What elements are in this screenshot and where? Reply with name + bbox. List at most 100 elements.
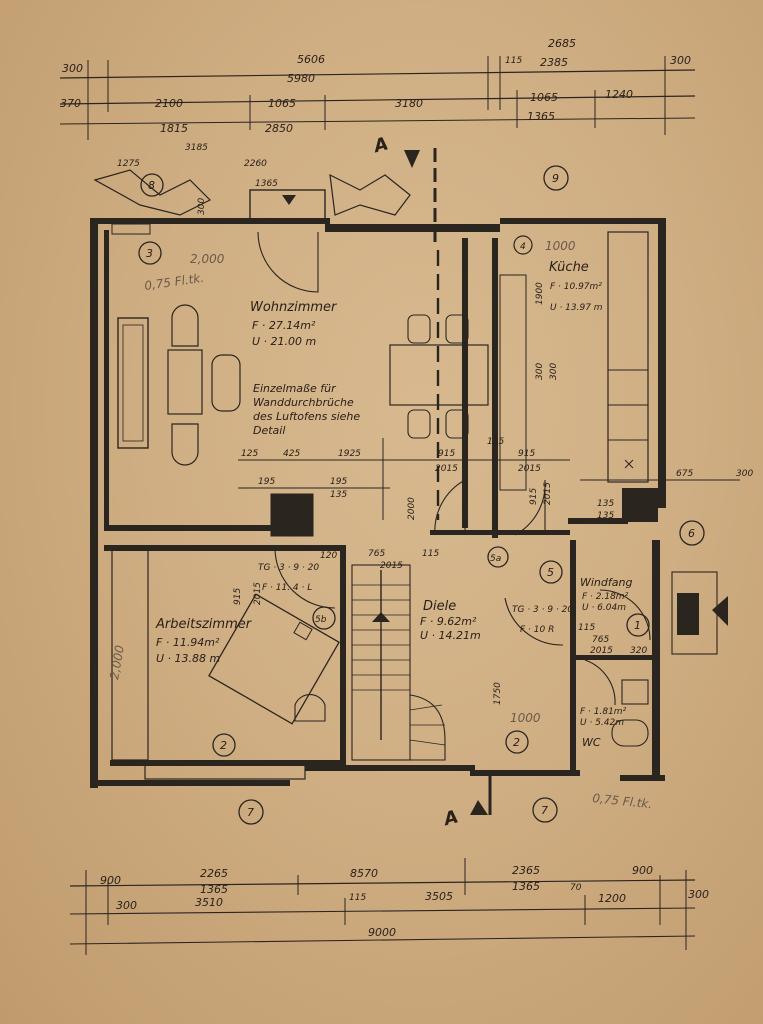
dim-top-370: 370 <box>60 97 81 110</box>
pencil-2000: 2,000 <box>190 252 225 266</box>
section-line: A A <box>370 133 492 831</box>
dim-765a: 765 <box>368 549 385 559</box>
door-label-tg-1: TG · 3 · 9 · 20 <box>258 563 319 573</box>
dim-bottom-3510: 3510 <box>195 896 223 909</box>
svg-text:1: 1 <box>634 619 641 632</box>
interior-walls <box>104 238 658 770</box>
dim-top-1815: 1815 <box>160 122 188 135</box>
door-swings <box>257 231 651 706</box>
terrace-outline <box>93 169 411 221</box>
dim-bottom-115: 115 <box>349 893 366 903</box>
furniture <box>117 231 728 747</box>
dim-bottom-total-9000: 9000 <box>368 926 396 939</box>
dim-425: 425 <box>283 449 300 459</box>
room-area-diele: F · 9.62m² <box>420 615 477 628</box>
svg-text:5a: 5a <box>490 554 501 564</box>
axis-marker-8: 8 <box>140 173 164 197</box>
dim-top-2685: 2685 <box>548 37 576 50</box>
pencil-075-a: 0,75 Fl.tk. <box>143 271 204 293</box>
dim-top-1240: 1240 <box>605 88 633 101</box>
dim-bottom-2265: 2265 <box>200 867 228 880</box>
axis-marker-1: 1 <box>626 613 650 637</box>
dim-bottom-2365: 2365 <box>512 864 540 877</box>
svg-text:5: 5 <box>547 566 554 579</box>
dim-135b: 135 <box>597 499 614 509</box>
dim-bottom-900b: 900 <box>632 864 653 877</box>
dim-2015d: 2015 <box>253 582 263 605</box>
svg-text:6: 6 <box>688 527 695 540</box>
dim-top-5980: 5980 <box>287 72 315 85</box>
dim-2015f: 2015 <box>543 482 553 505</box>
dim-195a: 195 <box>258 477 275 487</box>
dim-195b: 195 <box>330 477 347 487</box>
dim-top-300a: 300 <box>62 62 83 75</box>
axis-marker-2b: 2 <box>505 730 529 754</box>
dim-125a: 125 <box>241 449 258 459</box>
dim-2015b: 2015 <box>518 464 541 474</box>
dim-bottom-3505: 3505 <box>425 890 453 903</box>
dim-top-2100: 2100 <box>155 97 183 110</box>
dim-125b: 125 <box>487 437 504 447</box>
dim-bottom-70: 70 <box>570 883 582 893</box>
dim-top-300c: 300 <box>197 198 207 215</box>
dim-320: 320 <box>630 646 647 656</box>
axis-marker-5: 5 <box>539 560 563 584</box>
svg-text:7: 7 <box>541 804 548 817</box>
dim-top-1065b: 1065 <box>530 91 558 104</box>
dim-top-3185: 3185 <box>185 143 208 153</box>
dim-top-1365b: 1365 <box>255 179 278 189</box>
svg-text:8: 8 <box>148 179 155 192</box>
top-dimension-chains: 300 5606 5980 115 2685 2385 300 370 2100… <box>59 37 696 215</box>
dim-1750: 1750 <box>493 682 503 705</box>
dim-top-1275: 1275 <box>117 159 140 169</box>
room-perimeter-arbeitszimmer: U · 13.88 m <box>156 652 220 665</box>
dim-bottom-300a: 300 <box>116 899 137 912</box>
dim-top-1065a: 1065 <box>268 97 296 110</box>
dim-915c: 915 <box>233 588 243 605</box>
dim-135c: 135 <box>597 511 614 521</box>
axis-markers: 8 9 3 4 6 5 5a 5b 2 2 7 7 1 <box>138 165 705 825</box>
svg-text:4: 4 <box>520 242 526 252</box>
dim-300a: 300 <box>535 363 545 380</box>
door-label-fl-1: F · 11. 4 · L <box>262 583 312 593</box>
room-perimeter-windfang: U · 6.04m <box>582 603 626 613</box>
room-name-wc: WC <box>582 736 601 749</box>
dim-120: 120 <box>320 551 337 561</box>
axis-marker-5b: 5b <box>312 606 336 630</box>
room-area-wc: F · 1.81m² <box>580 707 627 717</box>
svg-text:7: 7 <box>247 806 254 819</box>
room-name-arbeitszimmer: Arbeitszimmer <box>155 617 253 632</box>
pencil-2000b: 2,000 <box>107 644 127 681</box>
door-labels: TG · 3 · 9 · 20 F · 11. 4 · L TG · 3 · 9… <box>258 563 573 635</box>
axis-marker-7a: 7 <box>238 799 264 825</box>
axis-marker-5a: 5a <box>487 546 509 568</box>
room-name-diele: Diele <box>423 599 456 614</box>
section-mark-bottom: A <box>440 806 461 830</box>
section-mark-top: A <box>370 133 391 157</box>
dim-300c: 300 <box>736 469 753 479</box>
bottom-dimension-chains: 900 2265 1365 8570 2365 1365 900 300 351… <box>69 858 709 955</box>
dim-bottom-8570: 8570 <box>350 867 378 880</box>
room-area-wohnzimmer: F · 27.14m² <box>252 319 316 332</box>
dim-top-3180: 3180 <box>395 97 423 110</box>
pencil-1000b: 1000 <box>510 711 541 725</box>
svg-text:2: 2 <box>513 736 520 749</box>
svg-text:9: 9 <box>552 172 559 185</box>
dim-bottom-300b: 300 <box>688 888 709 901</box>
dim-top-300b: 300 <box>670 54 691 67</box>
dim-top-1365: 1365 <box>527 110 555 123</box>
axis-marker-7b: 7 <box>532 797 558 823</box>
dim-top-115: 115 <box>505 56 522 66</box>
dim-675: 675 <box>676 469 693 479</box>
dim-1900: 1900 <box>535 282 545 305</box>
door-label-fl-2: F · 10 R <box>520 625 554 635</box>
note-line-1: Einzelmaße für <box>253 382 337 395</box>
dim-915a: 915 <box>438 449 455 459</box>
axis-marker-6: 6 <box>679 520 705 546</box>
dim-2015c: 2015 <box>380 561 403 571</box>
dim-135a: 135 <box>330 490 347 500</box>
dim-bottom-1365a: 1365 <box>200 883 228 896</box>
room-name-wohnzimmer: Wohnzimmer <box>250 300 338 315</box>
dim-top-2260: 2260 <box>244 159 267 169</box>
